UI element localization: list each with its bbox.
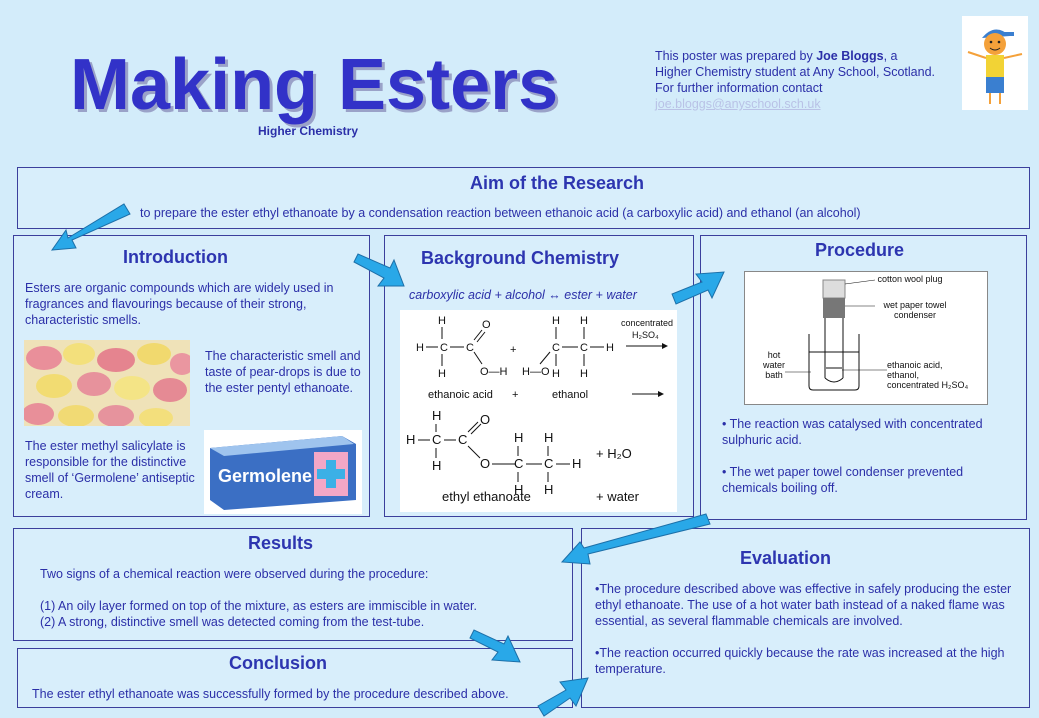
label-cotton-plug: cotton wool plug [877, 274, 943, 284]
arrow-conclusion-to-evaluation [537, 677, 589, 717]
evaluation-para1: •The procedure described above was effec… [595, 582, 1012, 628]
svg-text:H—O: H—O [522, 366, 550, 378]
svg-text:H: H [572, 456, 581, 471]
svg-text:C: C [432, 432, 441, 447]
evaluation-para2: •The reaction occurred quickly because t… [595, 646, 1005, 676]
svg-text:H: H [580, 368, 588, 380]
svg-text:H: H [552, 368, 560, 380]
arrow-background-to-procedure [671, 271, 725, 305]
procedure-bullet1: • The reaction was catalysed with concen… [722, 417, 983, 447]
svg-text:H: H [514, 430, 523, 445]
svg-text:C: C [544, 456, 553, 471]
procedure-title: Procedure [815, 240, 905, 260]
author-line1-suffix: , a [883, 49, 898, 63]
svg-text:H: H [416, 342, 424, 354]
background-title: Background Chemistry [421, 248, 620, 268]
introduction-para2: The characteristic smell and taste of pe… [205, 349, 361, 395]
svg-text:O: O [480, 412, 490, 427]
poster-subtitle: Higher Chemistry [258, 124, 359, 138]
author-line3: For further information contact [655, 81, 823, 95]
author-line2: Higher Chemistry student at Any School, … [655, 65, 936, 79]
svg-text:O: O [480, 456, 490, 471]
svg-text:+: + [512, 389, 518, 401]
arrow-intro-to-background [353, 253, 405, 287]
svg-text:H: H [438, 368, 446, 380]
introduction-para1: Esters are organic compounds which are w… [25, 281, 334, 327]
author-name: Joe Bloggs [816, 49, 884, 63]
svg-text:H: H [438, 315, 446, 327]
pear-drops-image [24, 340, 190, 426]
conclusion-text: The ester ethyl ethanoate was successful… [32, 687, 509, 701]
author-line1-prefix: This poster was prepared by [655, 49, 817, 63]
svg-text:H: H [580, 315, 588, 327]
svg-text:C: C [466, 342, 474, 354]
svg-text:C: C [440, 342, 448, 354]
evaluation-title: Evaluation [740, 548, 832, 568]
catalyst-line1: concentrated [621, 318, 673, 328]
student-cartoon [962, 16, 1028, 110]
label-mixture-3: concentrated H₂SO₄ [887, 380, 969, 390]
svg-text:C: C [458, 432, 467, 447]
conclusion-panel [17, 648, 573, 708]
plus-sign: + [510, 344, 516, 356]
water-product: + H₂O [596, 446, 632, 461]
results-item1: (1) An oily layer formed on top of the m… [40, 599, 477, 613]
aim-title: Aim of the Research [470, 173, 645, 193]
reactant1-label: ethanoic acid [428, 389, 493, 401]
svg-text:H: H [406, 432, 415, 447]
procedure-bullet2: • The wet paper towel condenser prevente… [722, 465, 964, 495]
arrow-procedure-to-results [560, 513, 711, 565]
product2-label: + water [596, 489, 640, 504]
svg-text:H: H [544, 482, 553, 497]
svg-text:O—H: O—H [480, 366, 508, 378]
results-title: Results [248, 533, 314, 553]
svg-text:O: O [482, 319, 491, 331]
apparatus-diagram: cotton wool plug wet paper towel condens… [744, 271, 988, 405]
svg-text:C: C [580, 342, 588, 354]
svg-text:H: H [514, 482, 523, 497]
email-link[interactable]: joe.bloggs@anyschool.sch.uk [655, 97, 821, 111]
label-hot-water-bath: hot water bath [762, 350, 785, 380]
svg-text:H: H [552, 315, 560, 327]
svg-text:C: C [514, 456, 523, 471]
svg-text:H: H [606, 342, 614, 354]
poster-title: Making Esters [70, 45, 559, 125]
arrow-results-to-conclusion [469, 629, 521, 663]
catalyst-line2: H₂SO₄ [632, 330, 659, 340]
label-mixture-2: ethanol, [887, 370, 920, 380]
author-info: This poster was prepared by Joe Bloggs, … [655, 48, 935, 112]
background-equation: carboxylic acid + alcohol ↔ ester + wate… [409, 288, 637, 302]
results-panel [13, 528, 573, 641]
germolene-image: Germolene [204, 430, 362, 514]
introduction-para3: The ester methyl salicylate is responsib… [25, 439, 195, 501]
label-mixture-1: ethanoic acid, [887, 360, 943, 370]
germolene-label: Germolene [218, 466, 312, 486]
svg-text:H: H [544, 430, 553, 445]
introduction-title: Introduction [123, 247, 228, 267]
svg-text:H: H [432, 408, 441, 423]
aim-panel [17, 167, 1030, 229]
svg-text:H: H [432, 458, 441, 473]
product1-label: ethyl ethanoate [442, 489, 531, 504]
evaluation-panel [581, 528, 1030, 708]
aim-text: to prepare the ester ethyl ethanoate by … [140, 206, 861, 220]
results-intro: Two signs of a chemical reaction were ob… [40, 567, 429, 581]
label-condenser: wet paper towel condenser [883, 300, 947, 320]
results-item2: (2) A strong, distinctive smell was dete… [40, 615, 425, 629]
arrow-aim-to-intro [50, 203, 131, 251]
reactant2-label: ethanol [552, 389, 588, 401]
svg-text:C: C [552, 342, 560, 354]
conclusion-title: Conclusion [229, 653, 327, 673]
